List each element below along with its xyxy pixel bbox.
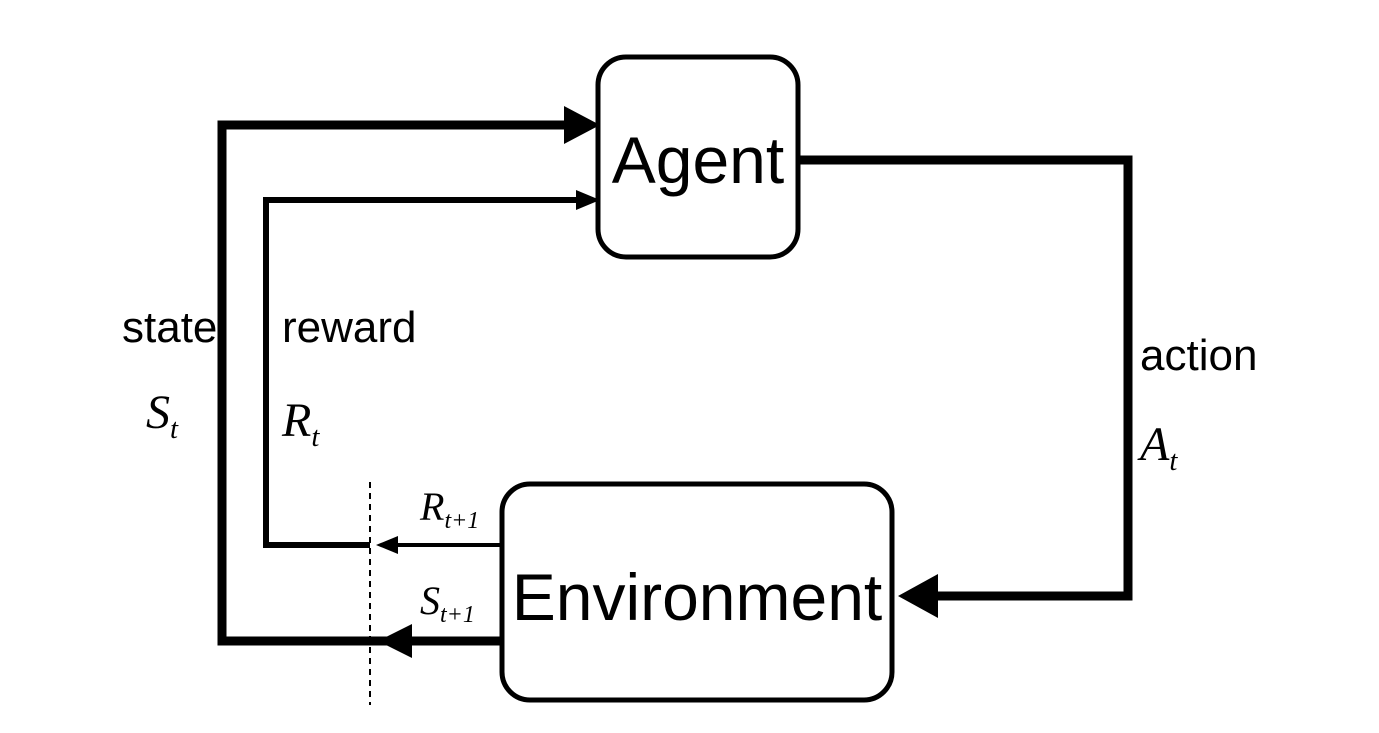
reward-arrow (263, 190, 600, 554)
reward-symbol: Rt (281, 394, 320, 453)
next-reward-symbol: Rt+1 (419, 484, 479, 534)
action-symbol: At (1137, 418, 1178, 477)
agent-label: Agent (612, 123, 784, 197)
environment-node: Environment (499, 481, 895, 703)
next-state-symbol: St+1 (420, 578, 475, 628)
action-label: action (1140, 331, 1257, 380)
environment-label: Environment (512, 560, 883, 634)
state-arrow (217, 106, 600, 658)
agent-node: Agent (595, 54, 801, 260)
action-arrow (798, 155, 1133, 618)
state-symbol: St (146, 386, 179, 445)
state-label: state (122, 303, 217, 352)
reward-label: reward (282, 303, 417, 352)
